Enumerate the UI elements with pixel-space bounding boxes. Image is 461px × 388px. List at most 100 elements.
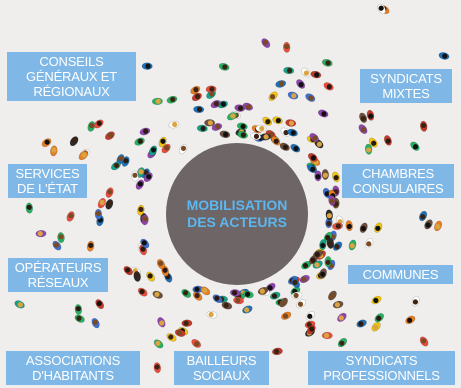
label-line: SYNDICATS bbox=[345, 353, 418, 368]
person-figure bbox=[279, 142, 290, 151]
label-line: MIXTES bbox=[382, 86, 430, 101]
person-figure bbox=[141, 62, 153, 70]
person-figure bbox=[259, 133, 271, 141]
person-figure bbox=[237, 130, 248, 139]
person-figure bbox=[69, 136, 79, 147]
person-figure bbox=[211, 123, 223, 131]
person-figure bbox=[321, 59, 333, 67]
person-figure bbox=[105, 187, 114, 198]
label-conseils-generaux-regionaux: CONSEILS GÉNÉRAUX ET RÉGIONAUX bbox=[7, 52, 136, 101]
label-syndicats-professionnels: SYNDICATS PROFESSIONNELS bbox=[308, 351, 455, 385]
person-figure bbox=[104, 131, 115, 141]
label-line: PROFESSIONNELS bbox=[323, 368, 440, 383]
person-figure bbox=[133, 270, 141, 282]
person-figure bbox=[52, 240, 62, 251]
label-line: RÉGIONAUX bbox=[33, 84, 110, 99]
person-figure bbox=[314, 170, 322, 182]
person-figure bbox=[151, 97, 163, 106]
person-figure bbox=[141, 214, 149, 226]
person-figure bbox=[283, 66, 295, 75]
person-figure bbox=[326, 237, 335, 249]
person-figure bbox=[419, 336, 429, 347]
person-figure bbox=[374, 313, 385, 323]
person-figure bbox=[306, 324, 316, 335]
person-figure bbox=[371, 321, 381, 332]
label-line: GÉNÉRAUX ET bbox=[26, 69, 117, 84]
person-figure bbox=[356, 319, 367, 328]
person-figure bbox=[200, 286, 211, 296]
person-figure bbox=[345, 220, 353, 232]
person-figure bbox=[321, 169, 329, 180]
person-figure bbox=[25, 202, 33, 214]
person-figure bbox=[146, 271, 155, 282]
person-figure bbox=[94, 208, 103, 220]
person-figure bbox=[299, 274, 310, 284]
person-figure bbox=[212, 294, 223, 304]
person-figure bbox=[410, 141, 420, 151]
person-figure bbox=[35, 229, 47, 238]
person-figure bbox=[296, 79, 306, 89]
person-figure bbox=[137, 287, 148, 297]
person-figure bbox=[78, 150, 88, 161]
person-figure bbox=[285, 119, 297, 127]
person-figure bbox=[226, 112, 238, 121]
person-figure bbox=[95, 299, 105, 310]
person-figure bbox=[280, 127, 291, 137]
person-figure bbox=[364, 238, 374, 249]
label-line: ASSOCIATIONS bbox=[25, 353, 121, 368]
person-figure bbox=[123, 265, 133, 276]
person-figure bbox=[50, 145, 58, 157]
person-figure bbox=[158, 136, 167, 148]
person-figure bbox=[234, 104, 246, 112]
person-figure bbox=[332, 241, 343, 251]
person-figure bbox=[301, 67, 311, 78]
person-figure bbox=[152, 290, 163, 299]
label-line: COMMUNES bbox=[362, 267, 439, 282]
person-figure bbox=[332, 222, 343, 230]
person-figure bbox=[221, 301, 233, 310]
person-figure bbox=[181, 319, 193, 327]
person-figure bbox=[332, 300, 344, 309]
person-figure bbox=[305, 311, 316, 321]
person-figure bbox=[265, 282, 276, 292]
person-figure bbox=[66, 211, 75, 222]
person-figure bbox=[191, 92, 202, 102]
person-figure bbox=[261, 38, 271, 48]
person-figure bbox=[192, 291, 203, 301]
person-figure bbox=[323, 82, 334, 91]
person-figure bbox=[359, 222, 368, 233]
person-figure bbox=[191, 338, 202, 348]
person-figure bbox=[420, 120, 428, 132]
person-figure bbox=[371, 295, 382, 305]
person-figure bbox=[307, 153, 318, 162]
person-figure bbox=[337, 312, 347, 322]
person-figure bbox=[291, 291, 303, 300]
person-figure bbox=[268, 91, 278, 101]
center-circle: MOBILISATION DES ACTEURS bbox=[166, 143, 308, 285]
person-figure bbox=[97, 198, 106, 209]
person-figure bbox=[319, 268, 327, 279]
person-figure bbox=[283, 41, 291, 53]
person-figure bbox=[157, 317, 166, 328]
person-figure bbox=[204, 119, 216, 127]
person-figure bbox=[366, 109, 375, 121]
person-figure bbox=[242, 305, 253, 314]
person-figure bbox=[166, 333, 177, 342]
person-figure bbox=[309, 133, 319, 143]
label-line: CONSULAIRES bbox=[352, 181, 444, 196]
person-figure bbox=[368, 137, 378, 148]
person-figure bbox=[324, 256, 332, 268]
person-figure bbox=[255, 124, 267, 133]
label-communes: COMMUNES bbox=[348, 265, 453, 284]
person-figure bbox=[105, 199, 114, 210]
person-figure bbox=[271, 135, 281, 146]
person-figure bbox=[193, 105, 205, 114]
person-figure bbox=[359, 112, 368, 123]
person-figure bbox=[287, 91, 299, 100]
person-figure bbox=[434, 220, 443, 232]
person-figure bbox=[337, 337, 348, 348]
person-figure bbox=[233, 296, 245, 305]
person-figure bbox=[262, 116, 273, 126]
person-figure bbox=[136, 167, 145, 178]
person-figure bbox=[296, 299, 306, 309]
